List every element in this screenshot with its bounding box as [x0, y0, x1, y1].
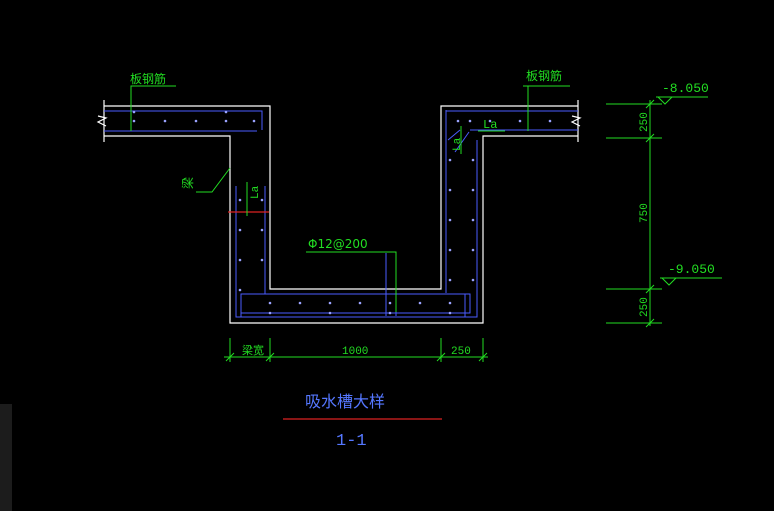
rebar-lines	[104, 110, 578, 318]
anchor-length-label-left: La	[250, 185, 262, 199]
vertical-dimension-bottom: 250	[639, 297, 651, 317]
horizontal-dimension-middle: 1000	[342, 346, 368, 358]
level-value-bottom: -9.050	[668, 262, 715, 277]
slab-rebar-label-left: 板钢筋	[130, 71, 166, 86]
slab-rebar-label-right: 板钢筋	[526, 68, 562, 83]
anchor-length-label-right-top: La	[483, 118, 497, 132]
horizontal-dimension-chain	[224, 338, 488, 362]
drawing-title: 吸水槽大样	[305, 392, 385, 411]
beam-label: 梁	[180, 177, 195, 189]
vertical-dimension-top: 250	[639, 112, 651, 132]
level-marker-top	[656, 96, 708, 105]
horizontal-dimension-beam-width: 梁宽	[242, 343, 264, 357]
rebar-spec-label: Φ12@200	[308, 237, 368, 251]
vertical-dimension-chain	[606, 99, 662, 328]
horizontal-dimension-right: 250	[451, 346, 471, 358]
vertical-dimension-middle: 750	[639, 203, 651, 223]
level-value-top: -8.050	[662, 81, 709, 96]
concrete-outline	[96, 100, 582, 324]
anchor-length-label-right-side: La	[452, 137, 464, 151]
level-marker-bottom	[660, 277, 722, 286]
side-strip	[0, 404, 12, 511]
annotation-leaders	[130, 85, 570, 312]
section-number: 1-1	[336, 432, 367, 451]
rebar-dots	[132, 110, 552, 315]
